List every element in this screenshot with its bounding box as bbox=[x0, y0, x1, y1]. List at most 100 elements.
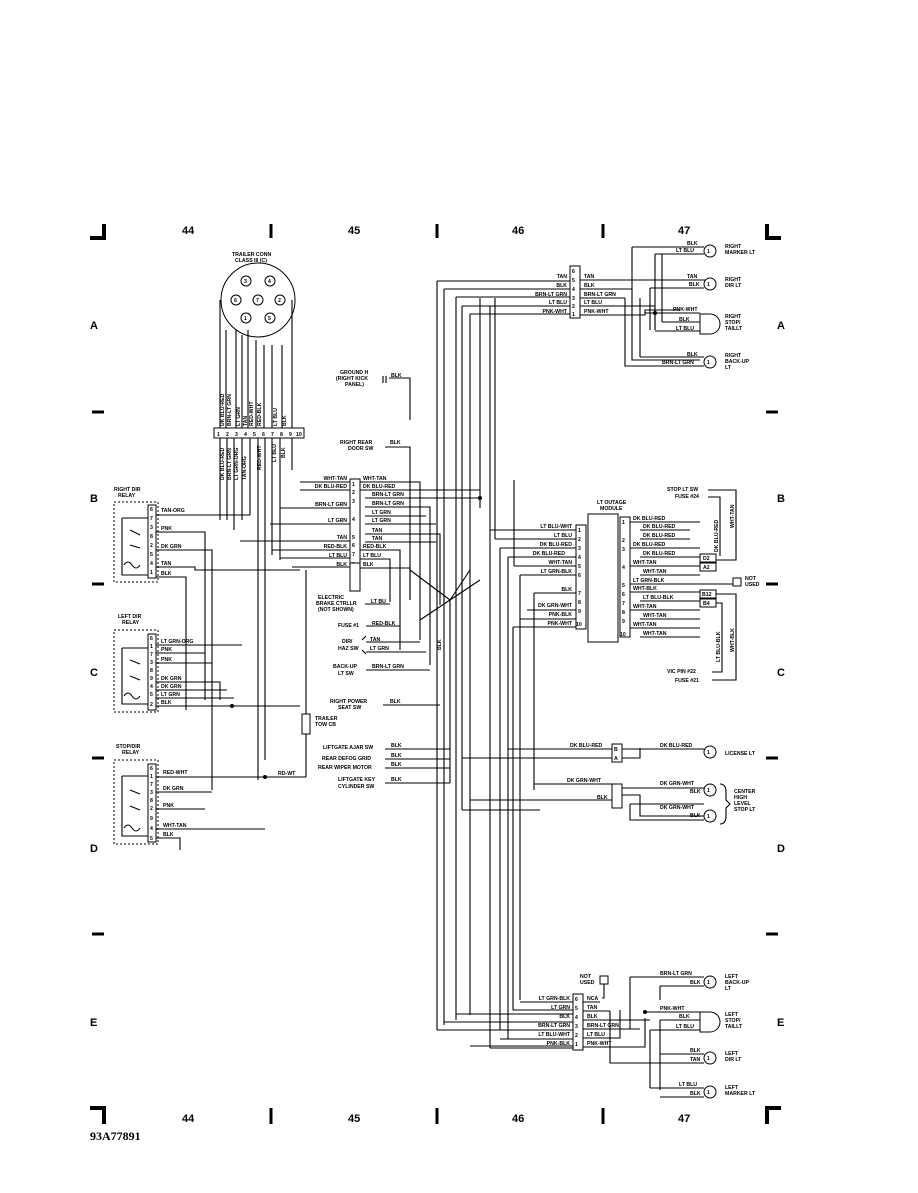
svg-text:TAN: TAN bbox=[690, 1057, 701, 1063]
svg-text:2: 2 bbox=[572, 304, 575, 310]
svg-text:DK GRN-WHT: DK GRN-WHT bbox=[538, 603, 573, 609]
svg-text:DK BLU-RED: DK BLU-RED bbox=[540, 542, 573, 548]
svg-text:TAN: TAN bbox=[557, 274, 568, 280]
svg-text:RED-BLK: RED-BLK bbox=[372, 621, 396, 627]
svg-text:2: 2 bbox=[352, 490, 355, 496]
svg-text:BACK-UP: BACK-UP bbox=[333, 664, 357, 670]
svg-text:BLK: BLK bbox=[690, 813, 701, 819]
stop-dir-relay: STOP/DIR RELAY 6 1 7 3 8 2 9 4 5 RED-WHT… bbox=[113, 744, 306, 850]
svg-text:DK BLU-RED: DK BLU-RED bbox=[220, 447, 226, 480]
svg-text:5: 5 bbox=[150, 836, 153, 842]
svg-text:BLK: BLK bbox=[390, 440, 401, 446]
svg-text:LIFTGATE AJAR SW: LIFTGATE AJAR SW bbox=[323, 745, 373, 751]
svg-text:RIGHT POWER: RIGHT POWER bbox=[330, 699, 367, 705]
svg-text:2: 2 bbox=[278, 298, 281, 304]
svg-text:BLK: BLK bbox=[391, 743, 402, 749]
svg-text:GROUND H: GROUND H bbox=[340, 370, 368, 376]
svg-text:USED: USED bbox=[580, 980, 595, 986]
svg-text:BLK: BLK bbox=[679, 1014, 690, 1020]
svg-text:1: 1 bbox=[707, 788, 710, 794]
svg-text:TAN: TAN bbox=[687, 274, 698, 280]
svg-text:1: 1 bbox=[150, 774, 153, 780]
svg-text:6: 6 bbox=[234, 298, 237, 304]
svg-text:LT BU: LT BU bbox=[371, 599, 386, 605]
svg-text:TAN: TAN bbox=[584, 274, 595, 280]
svg-text:PANEL): PANEL) bbox=[345, 382, 364, 388]
svg-text:BLK: BLK bbox=[391, 762, 402, 768]
svg-text:VIC PIN #22: VIC PIN #22 bbox=[667, 669, 696, 675]
svg-text:3: 3 bbox=[578, 546, 581, 552]
svg-text:LT BLU: LT BLU bbox=[549, 300, 567, 306]
svg-text:1: 1 bbox=[707, 814, 710, 820]
svg-text:1: 1 bbox=[707, 1090, 710, 1096]
license-lamp-icon bbox=[703, 745, 717, 759]
corner-marks bbox=[90, 224, 781, 1124]
svg-text:5: 5 bbox=[578, 564, 581, 570]
svg-text:1: 1 bbox=[707, 980, 710, 986]
svg-text:DOOR SW: DOOR SW bbox=[348, 446, 373, 452]
svg-text:TAILLT: TAILLT bbox=[725, 326, 743, 332]
left-bottom-connector: 6 5 4 3 2 1 LT GRN-BLK LT GRN BLK BRN-LT… bbox=[489, 530, 650, 1051]
svg-text:DK GRN: DK GRN bbox=[163, 786, 184, 792]
svg-text:LT BLU: LT BLU bbox=[676, 1024, 694, 1030]
svg-text:BLK: BLK bbox=[559, 1014, 570, 1020]
trailer-conn-pin-strip: 1 2 3 4 5 6 7 8 9 10 bbox=[213, 427, 305, 439]
svg-text:6: 6 bbox=[262, 432, 265, 438]
svg-text:4: 4 bbox=[578, 555, 581, 561]
svg-text:1: 1 bbox=[244, 316, 247, 322]
svg-text:PNK-WHT: PNK-WHT bbox=[673, 307, 698, 313]
svg-text:BLK: BLK bbox=[679, 317, 690, 323]
svg-text:WHT-TAN: WHT-TAN bbox=[633, 622, 657, 628]
left-dir-relay: LEFT DIR RELAY 6 1 7 3 8 9 4 5 2 LT GRN-… bbox=[113, 614, 300, 713]
column-label: 45 bbox=[348, 225, 360, 237]
svg-text:1: 1 bbox=[707, 282, 710, 288]
svg-text:7: 7 bbox=[578, 591, 581, 597]
svg-text:BRAKE CTRLLR: BRAKE CTRLLR bbox=[316, 601, 357, 607]
svg-text:WHT-TAN: WHT-TAN bbox=[163, 823, 187, 829]
svg-text:HAZ SW: HAZ SW bbox=[338, 646, 359, 652]
right-stop-taillt: PNK-WHT BLK LT BLU RIGHT STOP/ TAILLT bbox=[645, 254, 743, 335]
svg-text:PNK-WHT: PNK-WHT bbox=[548, 621, 573, 627]
svg-text:TRAILER: TRAILER bbox=[315, 716, 338, 722]
svg-text:TAN: TAN bbox=[161, 561, 172, 567]
svg-text:WHT-BLK: WHT-BLK bbox=[633, 586, 657, 592]
center-high-stop-lt: DK GRN-WHT BLK DK GRN-WHT BLK DK GRN-WHT… bbox=[470, 778, 756, 825]
svg-text:TAN: TAN bbox=[243, 415, 249, 426]
svg-text:LT GRN: LT GRN bbox=[551, 1005, 570, 1011]
row-label: B bbox=[90, 493, 98, 505]
svg-text:1: 1 bbox=[150, 570, 153, 576]
svg-text:2: 2 bbox=[575, 1033, 578, 1039]
svg-text:STOP/: STOP/ bbox=[725, 320, 741, 326]
svg-text:BLK: BLK bbox=[336, 562, 347, 568]
svg-text:BRN-LT GRN: BRN-LT GRN bbox=[315, 502, 347, 508]
svg-text:9: 9 bbox=[150, 676, 153, 682]
svg-text:LEFT: LEFT bbox=[725, 1085, 739, 1091]
svg-text:BRN-LT GRN: BRN-LT GRN bbox=[535, 292, 567, 298]
svg-text:TAN-ORG: TAN-ORG bbox=[242, 456, 248, 480]
svg-text:BLK: BLK bbox=[687, 241, 698, 247]
right-stop-lamp-icon bbox=[699, 313, 721, 335]
left-lamps: 1 BRN-LT GRN BLK LEFT BACK-UP LT PNK-WHT… bbox=[609, 971, 756, 1099]
column-labels-bottom: 44 45 46 47 bbox=[182, 1113, 690, 1125]
row-label: B bbox=[777, 493, 785, 505]
svg-text:WHT-TAN: WHT-TAN bbox=[633, 560, 657, 566]
row-label: D bbox=[777, 843, 785, 855]
column-label: 44 bbox=[182, 225, 195, 237]
svg-text:DK BLU-RED: DK BLU-RED bbox=[570, 743, 603, 749]
svg-text:LT BLU: LT BLU bbox=[272, 444, 278, 462]
svg-text:PNK-WHT: PNK-WHT bbox=[543, 309, 568, 315]
svg-text:TAN: TAN bbox=[337, 535, 348, 541]
chmsl-lamp-2-icon bbox=[703, 809, 717, 823]
svg-text:LT BLU-BLK: LT BLU-BLK bbox=[643, 595, 674, 601]
svg-text:3: 3 bbox=[352, 499, 355, 505]
svg-text:LT GRN: LT GRN bbox=[372, 518, 391, 524]
svg-text:8: 8 bbox=[280, 432, 283, 438]
svg-text:WHT-TAN: WHT-TAN bbox=[633, 604, 657, 610]
svg-text:8: 8 bbox=[622, 610, 625, 616]
center-connector: 1 2 3 4 5 6 7 8 9 10 WHT-TAN DK BLU-RED … bbox=[240, 476, 480, 665]
svg-text:RIGHT: RIGHT bbox=[725, 353, 742, 359]
svg-text:DK GRN: DK GRN bbox=[161, 544, 182, 550]
svg-text:LT BLU: LT BLU bbox=[676, 326, 694, 332]
